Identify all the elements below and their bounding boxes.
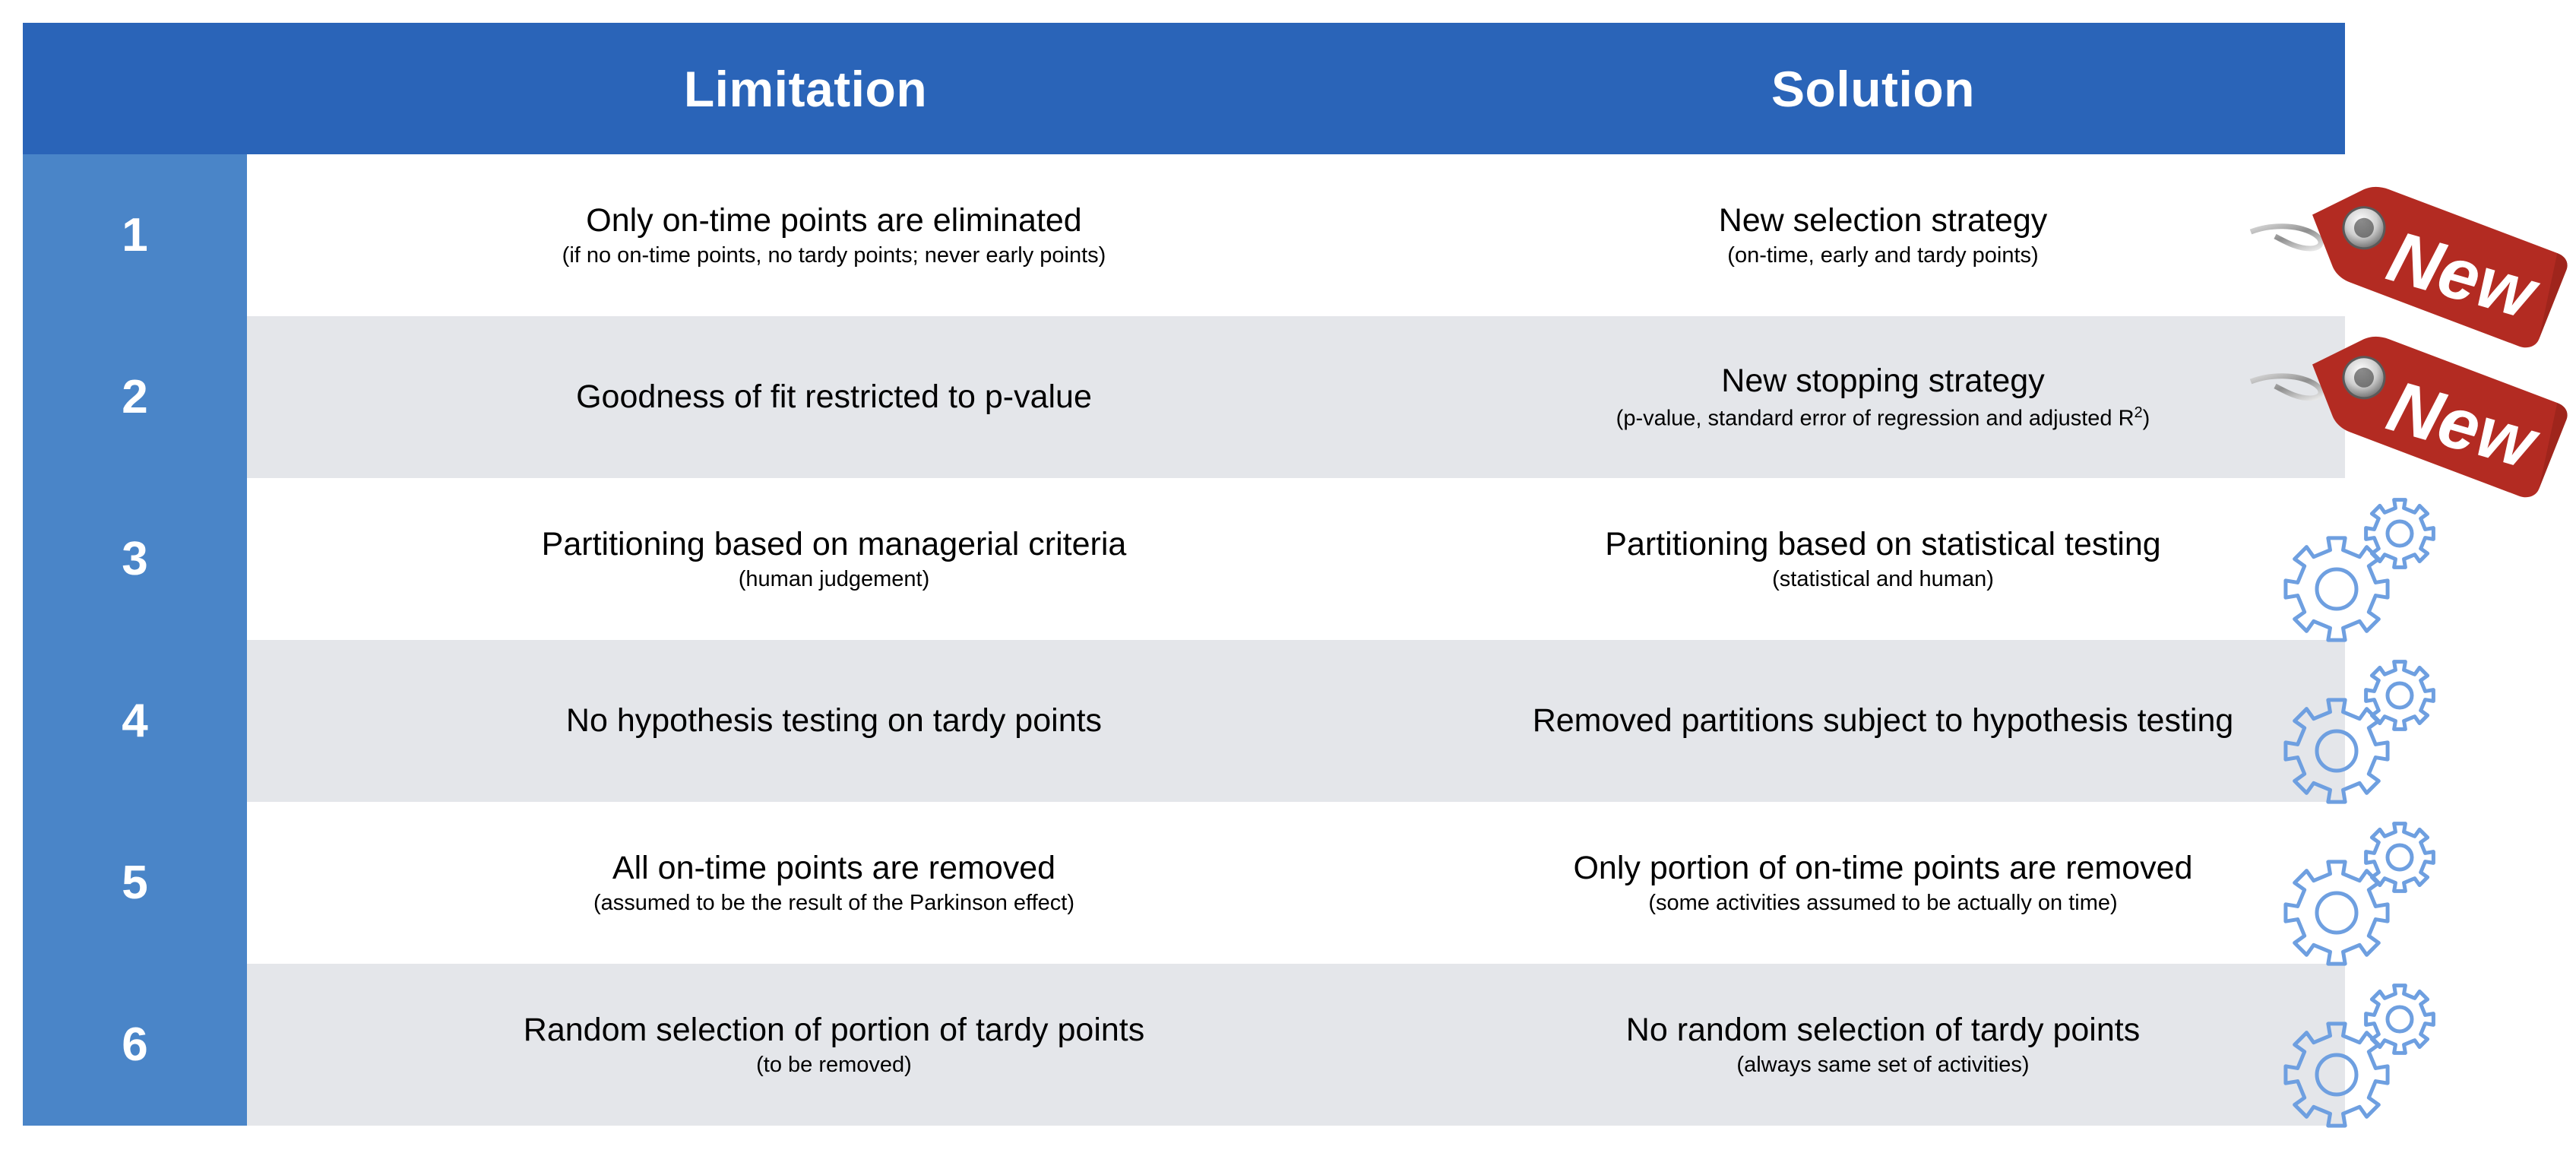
gear-large-icon — [2283, 698, 2390, 804]
gear-large-icon — [2283, 860, 2390, 966]
limitation-cell: No hypothesis testing on tardy points — [247, 640, 1421, 802]
gears-icon — [2264, 486, 2492, 650]
limitation-main-text: Goodness of fit restricted to p-value — [576, 379, 1092, 416]
solution-main-text: New stopping strategy — [1721, 363, 2045, 400]
gear-large-icon — [2283, 536, 2390, 642]
solution-main-text: Only portion of on-time points are remov… — [1573, 849, 2193, 886]
limitation-sub-text: (to be removed) — [756, 1052, 912, 1077]
gears-icon — [2264, 972, 2492, 1136]
row-number-3: 3 — [122, 533, 148, 585]
gear-small-icon — [2364, 660, 2435, 731]
gear-small-icon — [2364, 822, 2435, 893]
gear-large-icon — [2283, 1022, 2390, 1128]
solution-main-text: Removed partitions subject to hypothesis… — [1532, 702, 2234, 740]
limitation-main-text: Partitioning based on managerial criteri… — [541, 525, 1127, 562]
column-header-limitation: Limitation — [683, 60, 928, 117]
row-number-rail: 1 2 3 4 5 6 — [23, 154, 247, 1126]
limitation-sub-text: (if no on-time points, no tardy points; … — [562, 242, 1106, 268]
row-number-6: 6 — [122, 1018, 148, 1071]
solution-sub-text: (p-value, standard error of regression a… — [1616, 404, 2150, 431]
gears-icon — [2264, 810, 2492, 974]
solution-sub-text: (on-time, early and tardy points) — [1727, 242, 2039, 268]
row-number-5: 5 — [122, 857, 148, 909]
row-number-1: 1 — [122, 209, 148, 261]
table-row: Random selection of portion of tardy poi… — [247, 964, 2345, 1126]
solution-sub-text: (statistical and human) — [1772, 566, 1994, 591]
limitation-cell: Goodness of fit restricted to p-value — [247, 316, 1421, 478]
limitation-cell: All on-time points are removed (assumed t… — [247, 802, 1421, 964]
limitation-sub-text: (human judgement) — [738, 566, 930, 591]
gear-small-icon — [2364, 984, 2435, 1055]
limitation-main-text: Only on-time points are eliminated — [586, 201, 1082, 239]
table-header-band: Limitation Solution — [23, 23, 2345, 154]
new-tag-label: New — [2379, 216, 2548, 335]
table-row: Goodness of fit restricted to p-value New… — [247, 316, 2345, 478]
table-row: Partitioning based on managerial criteri… — [247, 478, 2345, 640]
limitation-cell: Partitioning based on managerial criteri… — [247, 478, 1421, 640]
limitation-main-text: Random selection of portion of tardy poi… — [523, 1011, 1145, 1048]
gears-icon — [2264, 648, 2492, 812]
solution-sub-text: (always same set of activities) — [1736, 1052, 2030, 1077]
solution-main-text: New selection strategy — [1718, 201, 2048, 239]
solution-main-text: No random selection of tardy points — [1625, 1011, 2141, 1048]
table-row: All on-time points are removed (assumed t… — [247, 802, 2345, 964]
solution-cell: New selection strategy (on-time, early an… — [1421, 154, 2345, 316]
solution-main-text: Partitioning based on statistical testin… — [1605, 525, 2161, 562]
solution-cell: No random selection of tardy points (alwa… — [1421, 964, 2345, 1126]
solution-cell: Partitioning based on statistical testin… — [1421, 478, 2345, 640]
solution-sub-text: (some activities assumed to be actually … — [1648, 890, 2118, 915]
solution-cell: New stopping strategy (p-value, standard … — [1421, 316, 2345, 478]
solution-cell: Only portion of on-time points are remov… — [1421, 802, 2345, 964]
limitation-cell: Random selection of portion of tardy poi… — [247, 964, 1421, 1126]
gear-small-icon — [2364, 498, 2435, 569]
limitation-main-text: All on-time points are removed — [612, 849, 1056, 886]
new-tag-label: New — [2379, 366, 2548, 485]
limitation-sub-text: (assumed to be the result of the Parkins… — [593, 890, 1074, 915]
table-row: Only on-time points are eliminated (if no… — [247, 154, 2345, 316]
row-number-2: 2 — [122, 371, 148, 423]
table-row: No hypothesis testing on tardy points Rem… — [247, 640, 2345, 802]
column-header-solution: Solution — [1771, 60, 1975, 117]
table-body: Only on-time points are eliminated (if no… — [247, 154, 2345, 1126]
limitation-main-text: No hypothesis testing on tardy points — [565, 702, 1103, 740]
solution-cell: Removed partitions subject to hypothesis… — [1421, 640, 2345, 802]
limitation-cell: Only on-time points are eliminated (if no… — [247, 154, 1421, 316]
row-number-4: 4 — [122, 695, 148, 747]
